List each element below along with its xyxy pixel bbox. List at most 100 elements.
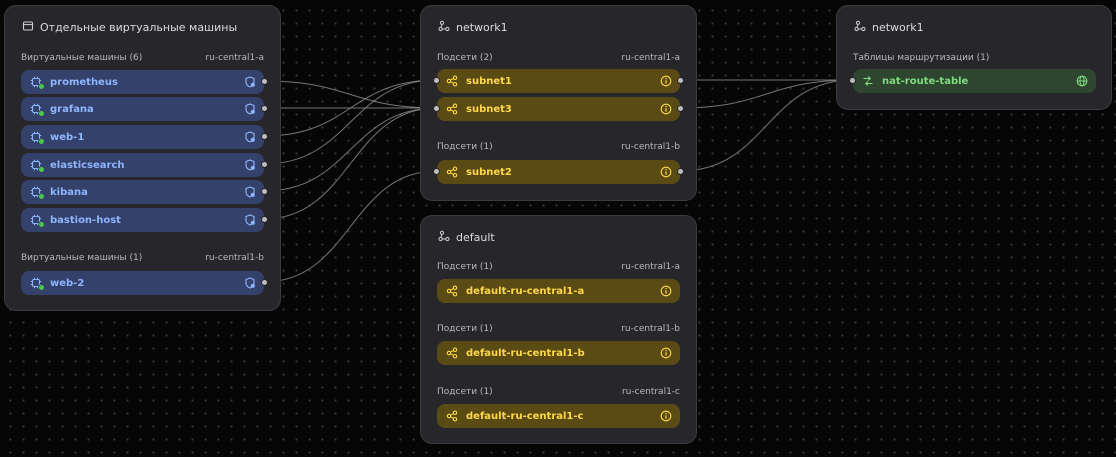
status-running-dot [38, 83, 45, 90]
vm-item-label: elasticsearch [50, 159, 125, 171]
connection-port-left[interactable] [433, 105, 440, 112]
subnet-item-label: default-ru-central1-a [466, 285, 585, 297]
route-table-item[interactable]: nat-route-table [849, 69, 1096, 93]
vm-group-b-header: Виртуальные машины (1) ru-central1-b [21, 253, 264, 263]
connection-port-right[interactable] [261, 161, 268, 168]
info-icon[interactable] [660, 410, 672, 422]
subnet-item[interactable]: default-ru-central1-c [437, 404, 680, 428]
subnet-item[interactable]: default-ru-central1-b [437, 341, 680, 365]
window-icon [22, 20, 34, 35]
connection-port-right[interactable] [261, 105, 268, 112]
network1-group-a-zone: ru-central1-a [621, 53, 680, 63]
status-running-dot [38, 284, 45, 291]
subnet-nodes-icon [445, 102, 459, 116]
connection-port-left[interactable] [433, 168, 440, 175]
network1-group-a-header: Подсети (2) ru-central1-a [437, 53, 680, 63]
vm-item-label: web-2 [50, 277, 85, 289]
vm-chip-icon [29, 213, 45, 228]
connection-port-left[interactable] [849, 77, 856, 84]
connection-port-right[interactable] [261, 133, 268, 140]
vm-chip-icon [29, 158, 45, 173]
subnet-item[interactable]: default-ru-central1-a [437, 279, 680, 303]
network1-group-b-header: Подсети (1) ru-central1-b [437, 142, 680, 152]
info-icon[interactable] [660, 103, 672, 115]
vm-subnet-link [263, 80, 438, 109]
vm-chip-icon [29, 130, 45, 145]
connection-port-right[interactable] [677, 168, 684, 175]
security-group-icon[interactable] [244, 131, 256, 143]
route-group-a-label: Таблицы маршрутизации (1) [853, 53, 990, 63]
info-icon[interactable] [660, 347, 672, 359]
subnet-item-label: default-ru-central1-c [466, 410, 584, 422]
connection-port-right[interactable] [261, 279, 268, 286]
default-group-c-label: Подсети (1) [437, 387, 493, 397]
subnet-item[interactable]: subnet2 [433, 160, 684, 184]
vm-subnet-link [263, 170, 438, 283]
connection-port-right[interactable] [261, 216, 268, 223]
subnet-item-label: subnet2 [466, 166, 512, 178]
route-panel-title-text: network1 [872, 21, 924, 34]
vm-subnet-link [263, 79, 438, 165]
default-group-a-zone: ru-central1-a [621, 262, 680, 272]
network1-group-b-label: Подсети (1) [437, 142, 493, 152]
vm-group-a-label: Виртуальные машины (6) [21, 53, 143, 63]
status-running-dot [38, 138, 45, 145]
network1-panel-title: network1 [438, 20, 508, 35]
default-group-c-header: Подсети (1) ru-central1-c [437, 387, 680, 397]
vm-group-b-label: Виртуальные машины (1) [21, 253, 143, 263]
default-group-b-label: Подсети (1) [437, 324, 493, 334]
vm-item[interactable]: elasticsearch [21, 153, 268, 177]
vm-item[interactable]: prometheus [21, 70, 268, 94]
route-table-icon [861, 74, 875, 88]
security-group-icon[interactable] [244, 103, 256, 115]
security-group-icon[interactable] [244, 186, 256, 198]
vm-item[interactable]: kibana [21, 180, 268, 204]
vm-item[interactable]: web-1 [21, 125, 268, 149]
info-icon[interactable] [660, 285, 672, 297]
subnet-item[interactable]: subnet3 [433, 97, 684, 121]
route-panel-title: network1 [854, 20, 924, 35]
default-panel-title: default [438, 230, 495, 245]
security-group-icon[interactable] [244, 277, 256, 289]
globe-icon[interactable] [1076, 75, 1088, 87]
default-group-c-zone: ru-central1-c [621, 387, 680, 397]
subnet-item[interactable]: subnet1 [433, 69, 684, 93]
vm-chip-icon [29, 185, 45, 200]
status-running-dot [38, 221, 45, 228]
vm-subnet-link [263, 107, 438, 192]
vm-group-b-zone: ru-central1-b [205, 253, 264, 263]
connection-port-left[interactable] [433, 77, 440, 84]
status-running-dot [38, 110, 45, 117]
vm-item[interactable]: web-2 [21, 271, 268, 295]
network1-panel-title-text: network1 [456, 21, 508, 34]
vm-group-a-zone: ru-central1-a [205, 53, 264, 63]
vm-chip-icon [29, 75, 45, 90]
route-panel: network1 Таблицы маршрутизации (1) nat-r… [836, 5, 1112, 110]
vm-item[interactable]: grafana [21, 97, 268, 121]
network-icon [438, 230, 450, 245]
security-group-icon[interactable] [244, 159, 256, 171]
connection-port-right[interactable] [261, 188, 268, 195]
vm-group-a-header: Виртуальные машины (6) ru-central1-a [21, 53, 264, 63]
vm-item-label: grafana [50, 103, 94, 115]
subnet-item-label: default-ru-central1-b [466, 347, 585, 359]
subnet-route-link [679, 79, 854, 172]
info-icon[interactable] [660, 75, 672, 87]
subnet-item-label: subnet1 [466, 75, 512, 87]
security-group-icon[interactable] [244, 214, 256, 226]
connection-port-right[interactable] [677, 77, 684, 84]
connection-port-right[interactable] [261, 78, 268, 85]
vm-item-label: bastion-host [50, 214, 121, 226]
status-running-dot [38, 166, 45, 173]
vm-panel-title-text: Отдельные виртуальные машины [40, 21, 238, 34]
security-group-icon[interactable] [244, 76, 256, 88]
connection-port-right[interactable] [677, 105, 684, 112]
subnet-nodes-icon [445, 409, 459, 423]
vm-item[interactable]: bastion-host [21, 208, 268, 232]
subnet-route-link [679, 79, 854, 109]
network-icon [438, 20, 450, 35]
subnet-item-label: subnet3 [466, 103, 512, 115]
subnet-nodes-icon [445, 346, 459, 360]
info-icon[interactable] [660, 166, 672, 178]
network1-group-a-label: Подсети (2) [437, 53, 493, 63]
